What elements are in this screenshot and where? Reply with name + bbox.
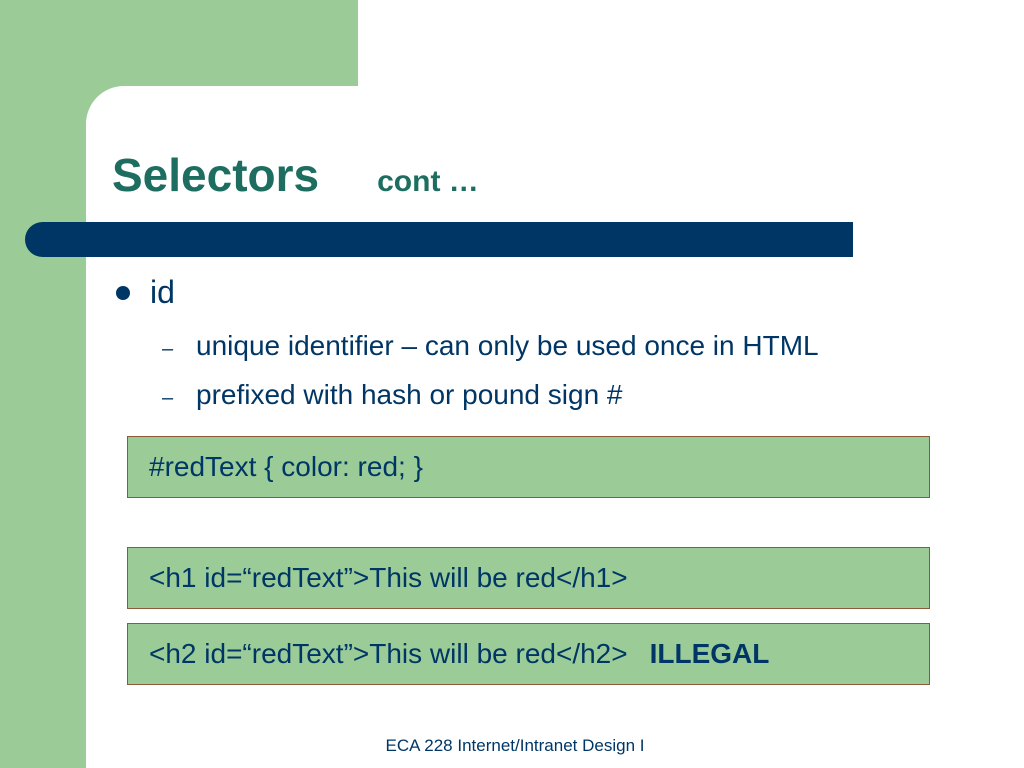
title-divider-bar [25,222,853,257]
sub-bullet-item: – unique identifier – can only be used o… [162,330,819,362]
slide-title: Selectors [112,149,320,201]
bullet-text: id [150,274,175,310]
code-example-text: <h1 id=“redText”>This will be red</h1> [149,562,628,593]
bullet-item-id: id [116,274,175,311]
filled-circle-bullet-icon [116,285,130,300]
slide-subtitle: cont … [377,165,479,198]
dash-bullet-icon: – [162,387,174,409]
sub-bullet-text: prefixed with hash or pound sign # [196,379,623,410]
code-example-text: #redText { color: red; } [149,451,423,482]
slide-footer: ECA 228 Internet/Intranet Design I [385,736,645,755]
illegal-label: ILLEGAL [649,638,770,669]
code-example-box: #redText { color: red; } [127,436,930,498]
dash-bullet-icon: – [162,338,174,360]
code-example-box: <h2 id=“redText”>This will be red</h2> I… [127,623,930,685]
code-example-box: <h1 id=“redText”>This will be red</h1> [127,547,930,609]
left-green-band [0,0,86,768]
code-example-text: <h2 id=“redText”>This will be red</h2> [149,638,628,669]
slide-title-row: Selectors cont … [112,148,479,212]
sub-bullet-item: – prefixed with hash or pound sign # [162,379,623,411]
sub-bullet-text: unique identifier – can only be used onc… [196,330,819,361]
